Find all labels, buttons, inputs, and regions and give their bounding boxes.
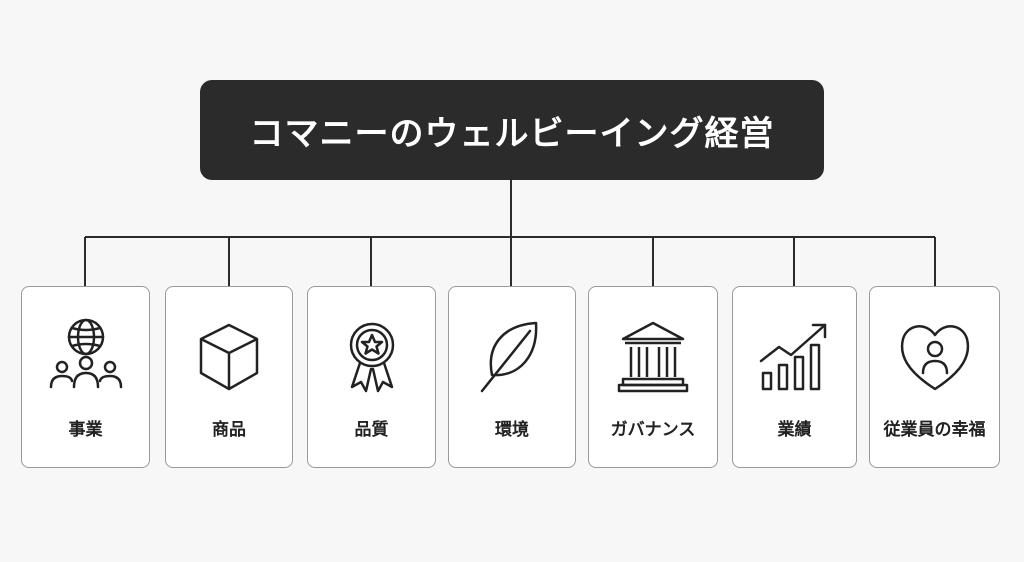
pillar-card-governance: ガバナンス bbox=[588, 286, 718, 468]
pillar-card-business: 事業 bbox=[21, 286, 150, 468]
award-ribbon-icon bbox=[330, 315, 414, 399]
pillar-label: ガバナンス bbox=[610, 420, 696, 440]
growth-chart-icon bbox=[753, 315, 837, 399]
institution-building-icon bbox=[611, 315, 695, 399]
pillar-label: 事業 bbox=[68, 420, 103, 440]
heart-person-icon bbox=[893, 315, 977, 399]
root-title: コマニーのウェルビーイング経営 bbox=[249, 113, 775, 154]
globe-people-icon bbox=[44, 315, 128, 399]
pillar-card-environment: 環境 bbox=[448, 286, 576, 468]
pillar-label: 従業員の幸福 bbox=[883, 420, 986, 440]
pillar-label: 業績 bbox=[777, 420, 812, 440]
pillar-label: 品質 bbox=[354, 420, 389, 440]
pillar-card-products: 商品 bbox=[165, 286, 293, 468]
pillar-label: 環境 bbox=[495, 420, 529, 440]
pillar-card-performance: 業績 bbox=[732, 286, 857, 468]
leaf-icon bbox=[470, 315, 554, 399]
box-icon bbox=[187, 315, 271, 399]
pillar-card-quality: 品質 bbox=[307, 286, 436, 468]
pillar-card-employee-wellbeing: 従業員の幸福 bbox=[869, 286, 1000, 468]
root-node: コマニーのウェルビーイング経営 bbox=[200, 80, 824, 180]
pillar-label: 商品 bbox=[212, 420, 246, 440]
